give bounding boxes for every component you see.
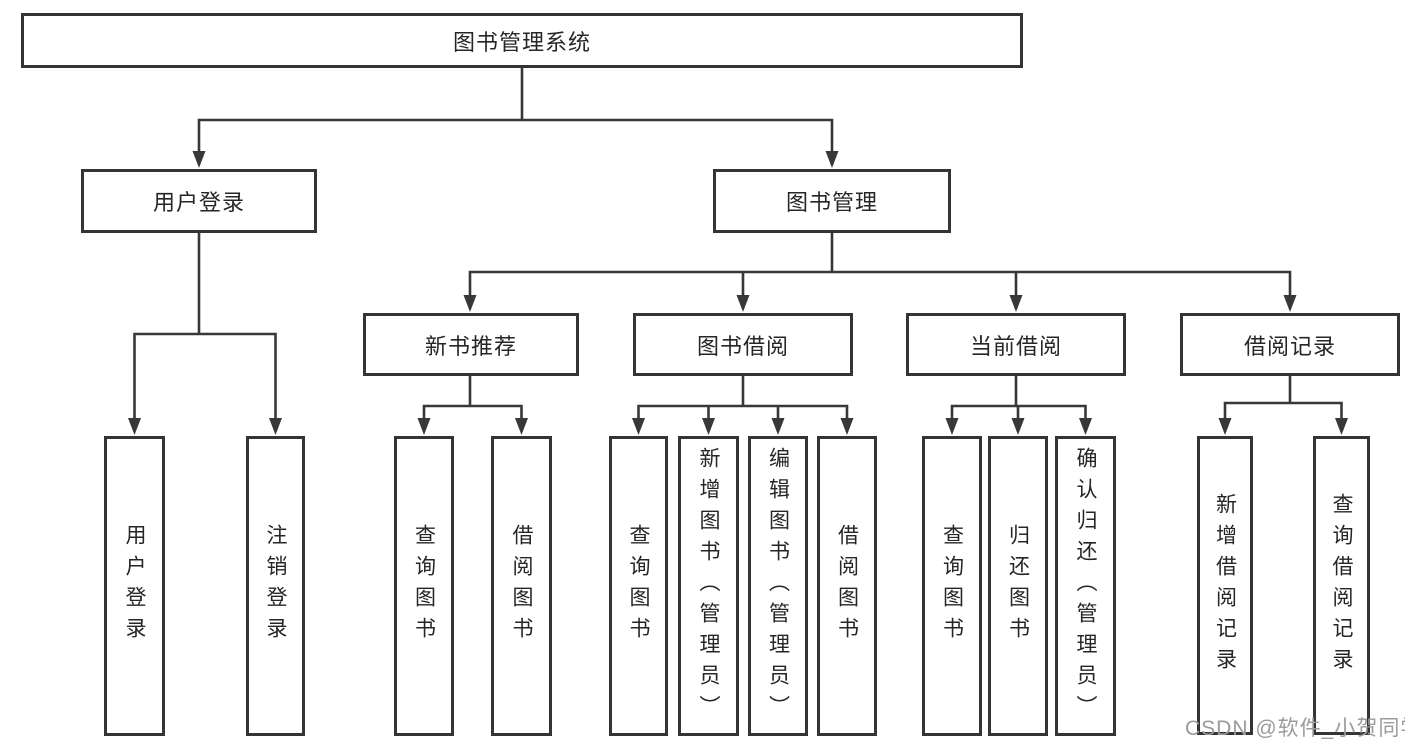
leaf-borrow-books: 借阅图书	[491, 436, 552, 736]
node-new-book-recommend: 新书推荐	[363, 313, 579, 376]
node-book-borrow: 图书借阅	[633, 313, 853, 376]
node-label: 查询图书	[940, 524, 964, 648]
leaf-borrow-books-2: 借阅图书	[817, 436, 877, 736]
node-label: 借阅图书	[835, 524, 859, 648]
leaf-query-books-3: 查询图书	[922, 436, 982, 736]
leaf-add-books-admin: 新增图书（管理员）	[678, 436, 739, 736]
leaf-user-login: 用户登录	[104, 436, 165, 736]
leaf-query-borrow-record: 查询借阅记录	[1313, 436, 1370, 735]
node-label: 确认归还（管理员）	[1074, 446, 1097, 726]
node-label: 图书管理系统	[452, 29, 591, 55]
leaf-add-borrow-record: 新增借阅记录	[1197, 436, 1253, 735]
node-label: 归还图书	[1006, 524, 1030, 648]
node-label: 图书管理	[785, 190, 878, 215]
node-book-management: 图书管理	[713, 169, 951, 233]
node-label: 新增借阅记录	[1213, 492, 1237, 679]
node-label: 图书借阅	[696, 333, 789, 359]
csdn-watermark: CSDN @软件_小贺同学	[1185, 717, 1405, 740]
leaf-query-books: 查询图书	[394, 436, 454, 736]
node-borrow-records: 借阅记录	[1180, 313, 1400, 376]
node-label: 编辑图书（管理员）	[766, 446, 790, 726]
node-label: 查询图书	[412, 524, 436, 648]
node-label: 查询借阅记录	[1330, 492, 1353, 679]
node-library-management-system: 图书管理系统	[21, 13, 1023, 68]
leaf-logout: 注销登录	[246, 436, 305, 736]
node-label: 当前借阅	[969, 333, 1062, 359]
leaf-query-books-2: 查询图书	[609, 436, 668, 736]
node-label: 用户登录	[152, 190, 245, 215]
node-label: 用户登录	[123, 524, 146, 648]
node-label: 查询图书	[627, 524, 650, 648]
node-label: 借阅图书	[510, 524, 533, 648]
leaf-return-books: 归还图书	[988, 436, 1048, 736]
node-label: 借阅记录	[1243, 333, 1336, 359]
node-label: 注销登录	[264, 524, 287, 648]
leaf-edit-books-admin: 编辑图书（管理员）	[748, 436, 808, 736]
node-label: 新增图书（管理员）	[697, 446, 720, 726]
node-label: 新书推荐	[424, 333, 517, 359]
node-current-borrow: 当前借阅	[906, 313, 1126, 376]
leaf-confirm-return-admin: 确认归还（管理员）	[1055, 436, 1116, 736]
node-user-login: 用户登录	[81, 169, 317, 233]
